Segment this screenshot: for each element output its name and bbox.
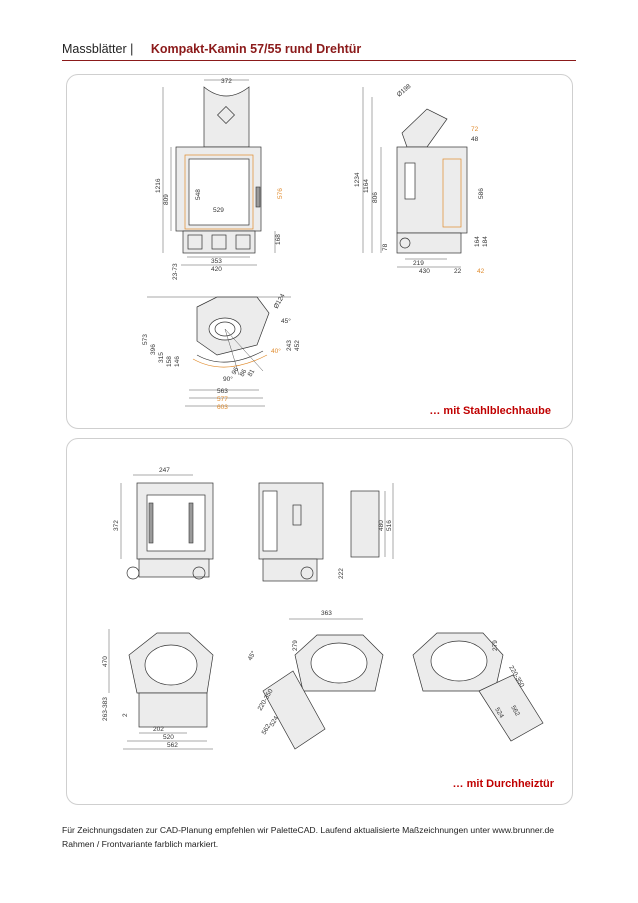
front-view-drawing: 372 1216 809 548 576 529 168 353 420 23-… — [155, 78, 284, 280]
dim-side-foot-depth: 219 — [413, 260, 424, 267]
dim-side-offset-mid: 48 — [471, 136, 479, 143]
dim-plan-520: 520 — [163, 734, 174, 741]
steel-hood-panel: 372 1216 809 548 576 529 168 353 420 23-… — [66, 74, 573, 429]
dim-foot-width: 353 — [211, 258, 222, 265]
dim-top-base-width: 563 — [217, 388, 228, 395]
plan-view-left: 470 263-383 2 202 520 562 — [102, 629, 214, 750]
dim-foot-range: 23-73 — [172, 263, 179, 280]
dim-top-width-e: 146 — [174, 356, 181, 367]
dim-door-base: 222 — [338, 568, 345, 579]
dim-plan-279: 279 — [292, 640, 299, 651]
dim-top-angle-b: 90° — [223, 375, 233, 383]
dim-plan-524-right: 524 — [493, 707, 505, 720]
dim-top-outer-width: 603 — [217, 404, 228, 411]
dim-frame-height: 576 — [277, 188, 284, 199]
door-front-view-drawing: 247 372 — [113, 467, 214, 580]
plan-view-right: 279 220-350 524 562 — [412, 632, 544, 742]
dim-side-base-c: 78 — [382, 243, 389, 251]
dim-top-diameter: Ø124 — [273, 292, 287, 310]
dim-body-width: 420 — [211, 266, 222, 273]
header-prefix: Massblätter | — [62, 42, 134, 56]
top-view-drawing: 573 396 315 158 146 Ø124 45° 243 452 40°… — [142, 292, 301, 411]
dim-top-angle-c: 40° — [271, 347, 281, 355]
page-header: Massblätter | Kompakt-Kamin 57/55 rund D… — [62, 42, 361, 56]
dim-door-height-a: 480 — [378, 520, 385, 531]
dim-door-side-height: 372 — [113, 520, 120, 531]
dim-top-angle-a: 45° — [281, 317, 291, 325]
dim-side-d2: 42 — [477, 268, 485, 275]
dim-side-depth: 430 — [419, 268, 430, 275]
dim-side-height-total: 1234 — [354, 172, 361, 187]
dim-top-width-d: 158 — [166, 356, 173, 367]
dim-glass-height: 548 — [195, 189, 202, 200]
dim-top-offset-2: 81 — [247, 368, 257, 378]
dim-base-height: 168 — [275, 234, 282, 245]
page-title: Kompakt-Kamin 57/55 rund Drehtür — [150, 42, 362, 56]
dim-plan-279-right: 279 — [492, 640, 499, 651]
dim-side-base-b: 184 — [482, 236, 489, 247]
steel-hood-drawings: 372 1216 809 548 576 529 168 353 420 23-… — [142, 78, 489, 411]
dim-plan-562-right: 562 — [509, 705, 521, 718]
dim-side-height-body: 806 — [372, 192, 379, 203]
plan-view-middle: 363 279 45° 220-350 524 562 — [246, 610, 384, 750]
header-rule — [62, 60, 576, 61]
dim-plan-height: 470 — [102, 656, 109, 667]
dim-side-base-a: 164 — [474, 236, 481, 247]
dim-pipe-diameter: Ø198 — [396, 83, 413, 99]
dim-plan-562: 562 — [167, 742, 178, 749]
dim-top-depth-b: 452 — [294, 340, 301, 351]
dim-top-frame-width: 577 — [217, 396, 228, 403]
footer-line-cad: Für Zeichnungsdaten zur CAD-Planung empf… — [62, 825, 555, 835]
dim-side-glass-height: 586 — [478, 188, 485, 199]
dim-height-body: 809 — [163, 194, 170, 205]
heat-through-door-panel: 247 372 480 516 222 — [66, 438, 573, 805]
dim-plan-562-mid: 562 — [261, 723, 273, 736]
dim-top-width-a: 573 — [142, 334, 149, 345]
side-view-drawing: Ø198 1234 1164 806 72 48 586 164 184 78 … — [354, 83, 489, 275]
footer-line-frame: Rahmen / Frontvariante farblich markiert… — [62, 839, 219, 849]
steel-hood-caption: … mit Stahlblechhaube — [429, 405, 551, 417]
dim-top-depth-a: 243 — [286, 340, 293, 351]
dim-door-height-b: 516 — [386, 520, 393, 531]
dim-side-d1: 22 — [454, 268, 462, 275]
dim-plan-202: 202 — [153, 726, 164, 733]
dim-top-offset-0: 96 — [231, 366, 241, 376]
dim-glass-width: 529 — [213, 207, 224, 214]
footer-notes: Für Zeichnungsdaten zur CAD-Planung empf… — [62, 823, 554, 851]
dim-top-offset-1: 86 — [239, 368, 249, 378]
dim-top-width-c: 315 — [158, 352, 165, 363]
dim-top-width-b: 396 — [150, 344, 157, 355]
dim-plan-offset: 363 — [321, 610, 332, 617]
heat-through-door-drawings: 247 372 480 516 222 — [102, 467, 544, 750]
dim-door-top-width: 247 — [159, 467, 170, 474]
dim-side-offset-top: 72 — [471, 126, 479, 133]
heat-through-door-caption: … mit Durchheiztür — [452, 778, 554, 790]
dim-side-height-outlet: 1164 — [363, 179, 370, 193]
door-side-view-drawing: 480 516 222 — [258, 482, 394, 582]
dim-plan-range-b: 263-383 — [102, 697, 109, 721]
dim-plan-small: 2 — [122, 713, 129, 717]
dim-plan-angle: 45° — [246, 649, 258, 662]
dim-height-total: 1216 — [155, 178, 162, 193]
dim-plan-524: 524 — [269, 715, 281, 728]
dim-hood-width: 372 — [221, 78, 232, 85]
